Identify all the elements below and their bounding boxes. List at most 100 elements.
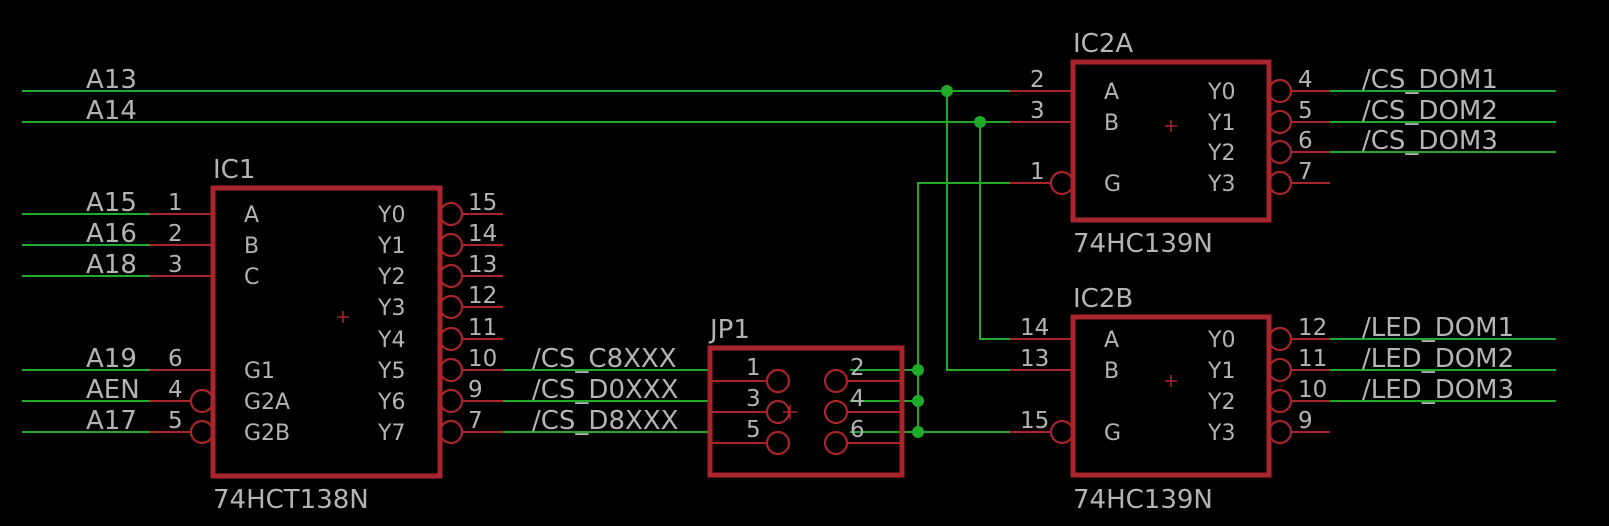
ic1-symbol: IC1 74HCT138N A B C G1 G2A G2B Y0 Y1 Y2 … [150,155,503,515]
ic2a-symbol: IC2A 74HC139N A B G Y0 Y1 Y2 Y3 2 3 1 4 … [1010,29,1330,259]
net-label-led-dom1: /LED_DOM1 [1362,313,1514,343]
ic1-bubble-y2 [438,263,464,289]
ic1-label-y2: Y2 [377,265,405,290]
ic1-pinnum-y1: 14 [468,221,497,247]
ic1-label-y3: Y3 [377,296,405,321]
ic2b-label-y2: Y2 [1207,390,1235,415]
ic2b-bubble-g [1049,419,1075,445]
ic2b-name: IC2B [1073,284,1133,314]
ic1-pinnum-b: 2 [168,221,183,247]
ic2a-pinnum-y1: 5 [1298,98,1313,124]
ic2a-label-y0: Y0 [1207,80,1235,105]
ic1-value: 74HCT138N [213,485,369,515]
junction-jp1-2 [912,364,924,376]
ic1-bubble-y1 [438,232,464,258]
jp1-pinnum-5: 5 [746,417,761,443]
net-label-cs-dom2: /CS_DOM2 [1362,96,1498,126]
ic2a-pinnum-y0: 4 [1298,67,1313,93]
net-label-a17: A17 [86,406,137,436]
net-label-cs-dom3: /CS_DOM3 [1362,126,1498,156]
ic1-bubble-y4 [438,326,464,352]
ic1-pinnum-g2b: 5 [168,408,183,434]
ic2b-pinnum-y3: 9 [1298,408,1313,434]
ic1-name: IC1 [213,155,255,185]
net-labels: A13 A14 A15 A16 A18 A19 AEN A17 /CS_C8XX… [86,65,1514,436]
net-label-cs-c8: /CS_C8XXX [532,344,677,374]
ic2a-body [1070,59,1272,223]
a13-to-ic2b-wire [946,91,1010,371]
ic1-label-a: A [244,203,259,228]
ic2b-label-y0: Y0 [1207,328,1235,353]
ic1-pinnum-y4: 11 [468,315,497,341]
jp1-pad-6 [823,430,849,456]
jp1-pad-4 [823,399,849,425]
ic1-pinnum-c: 3 [168,252,183,278]
ic1-label-g2b: G2B [244,421,290,446]
junction-jp1-6 [912,426,924,438]
junction-a13 [941,85,953,97]
ic2b-pinnum-y2: 10 [1298,377,1327,403]
jp1-symbol: JP1 1 3 5 2 4 6 [707,315,905,478]
net-label-a15: A15 [86,188,137,218]
ic2b-label-y3: Y3 [1207,421,1235,446]
ic1-bubble-g2b [189,419,215,445]
net-label-cs-dom1: /CS_DOM1 [1362,65,1498,95]
a14-to-ic2b-wire [979,122,1010,340]
ic1-label-y5: Y5 [377,359,405,384]
net-label-led-dom3: /LED_DOM3 [1362,375,1514,405]
ic2b-label-a: A [1104,328,1119,353]
ic1-bubble-y5 [438,357,464,383]
net-label-a18: A18 [86,250,137,280]
ic1-pinnum-g2a: 4 [168,377,183,403]
ic2a-value: 74HC139N [1073,229,1213,259]
ic1-pinnum-g1: 6 [168,346,183,372]
ic1-pinnum-y6: 9 [468,377,483,403]
ic2a-bubble-g [1049,170,1075,196]
jp1-pad-2 [823,368,849,394]
ic2b-bubble-y1 [1267,357,1293,383]
ic1-label-y7: Y7 [377,421,405,446]
ic2b-pinnum-y1: 11 [1298,346,1327,372]
ic1-label-b: B [244,234,259,259]
net-label-a19: A19 [86,344,137,374]
ic1-label-y6: Y6 [377,390,405,415]
junctions [912,85,986,438]
ic1-body [210,185,443,479]
ic2a-label-y2: Y2 [1207,141,1235,166]
ic2a-pinnum-b: 3 [1030,98,1045,124]
ic2b-pinnum-g: 15 [1020,408,1049,434]
ic1-pinnum-a: 1 [168,190,183,216]
ic1-label-y0: Y0 [377,203,405,228]
ic2a-label-g: G [1104,172,1121,197]
ic2a-pinnum-g: 1 [1030,159,1045,185]
ic2b-body [1070,314,1272,478]
ic1-pinnum-y3: 12 [468,283,497,309]
junction-jp1-4 [912,395,924,407]
ic2b-bubble-y2 [1267,388,1293,414]
ic2a-bubble-y2 [1267,139,1293,165]
ic2a-bubble-y3 [1267,170,1293,196]
jp1-pinnum-6: 6 [850,417,865,443]
ic2b-pinnum-b: 13 [1020,346,1049,372]
junction-a14 [974,116,986,128]
ic2b-pinnum-a: 14 [1020,315,1049,341]
net-label-cs-d0: /CS_D0XXX [532,375,678,405]
ic1-pinnum-y7: 7 [468,408,483,434]
jp1-name: JP1 [708,315,750,345]
ic1-pinnum-y2: 13 [468,252,497,278]
ic2b-label-y1: Y1 [1207,359,1235,384]
ic2a-label-y3: Y3 [1207,172,1235,197]
ic1-label-g1: G1 [244,359,275,384]
jp1-pinnum-4: 4 [850,386,865,412]
ic2b-label-b: B [1104,359,1119,384]
net-label-aen: AEN [86,375,140,405]
net-label-led-dom2: /LED_DOM2 [1362,344,1514,374]
ic2a-pinnum-a: 2 [1030,67,1045,93]
ic1-label-g2a: G2A [244,390,290,415]
ic1-bubble-y7 [438,419,464,445]
jp1-pad-3 [765,399,791,425]
ic1-bubble-y6 [438,388,464,414]
ic1-bubble-y3 [438,294,464,320]
ic1-output-pins [438,201,503,445]
